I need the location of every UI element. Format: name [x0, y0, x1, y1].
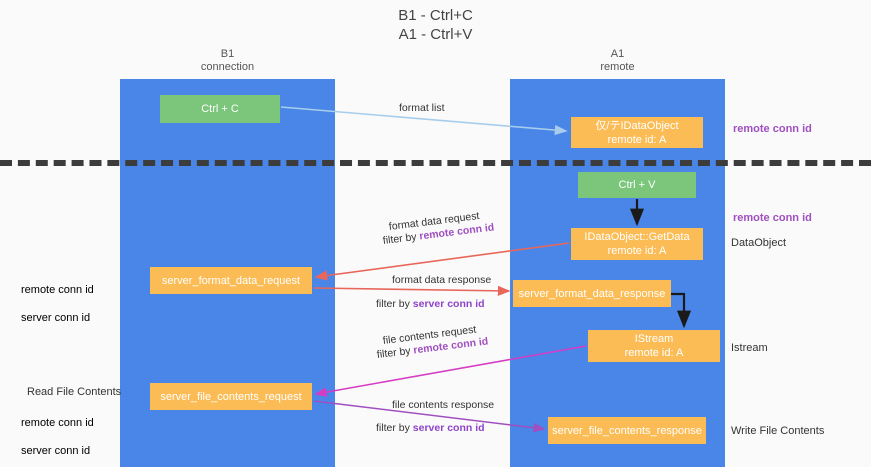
annotation-remote-conn-id-mid: remote conn id: [733, 212, 812, 224]
annotation-remote-conn-id: remote conn id: [21, 417, 94, 429]
filter-prefix: filter by: [376, 422, 413, 434]
edge-label-format-data-response: format data response: [392, 274, 492, 286]
edge-label-format-data-response-filter: filter by server conn id: [376, 297, 485, 312]
filter-prefix: filter by: [376, 344, 415, 361]
annotation-left-conn-ids-bottom: remote conn id server conn id: [21, 402, 94, 467]
node-server-format-data-response[interactable]: server_format_data_response: [513, 280, 671, 307]
edge-label-file-contents-response: file contents response: [392, 399, 495, 411]
node-ctrl-c[interactable]: Ctrl + C: [160, 95, 280, 123]
annotation-write-file-contents: Write File Contents: [731, 425, 825, 437]
node-idataobject-getdata[interactable]: IDataObject::GetData remote id: A: [571, 228, 703, 260]
annotation-istream: Istream: [731, 342, 768, 354]
node-istream[interactable]: IStream remote id: A: [588, 330, 720, 362]
filter-value-server-conn-id: server conn id: [412, 422, 485, 434]
annotation-server-conn-id: server conn id: [21, 312, 91, 324]
annotation-left-conn-ids-mid: remote conn id server conn id: [21, 269, 94, 339]
lane-header-b1: B1 connection: [200, 48, 255, 73]
node-server-file-contents-response[interactable]: server_file_contents_response: [548, 417, 706, 444]
annotation-server-conn-id: server conn id: [21, 445, 91, 457]
annotation-dataobject: DataObject: [731, 237, 787, 249]
annotation-remote-conn-id: remote conn id: [21, 284, 94, 296]
lane-header-a1: A1 remote: [600, 48, 635, 73]
node-server-format-data-request[interactable]: server_format_data_request: [150, 267, 312, 294]
node-ctrl-v[interactable]: Ctrl + V: [578, 172, 696, 198]
connector-format-data-response: [313, 285, 511, 296]
edge-label-file-contents-response-filter: filter by server conn id: [376, 421, 485, 436]
node-idataobject[interactable]: 仅/テIDataObject remote id: A: [571, 117, 703, 148]
divider-dashed: [0, 160, 871, 166]
page-title: B1 - Ctrl+C A1 - Ctrl+V: [398, 7, 473, 43]
annotation-remote-conn-id-top: remote conn id: [733, 123, 812, 135]
edge-label-format-list: format list: [399, 102, 445, 114]
node-server-file-contents-request[interactable]: server_file_contents_request: [150, 383, 312, 410]
filter-prefix: filter by: [382, 230, 421, 247]
filter-prefix: filter by: [376, 298, 413, 310]
annotation-read-file-contents: Read File Contents: [27, 386, 122, 398]
filter-value-server-conn-id: server conn id: [412, 298, 485, 310]
